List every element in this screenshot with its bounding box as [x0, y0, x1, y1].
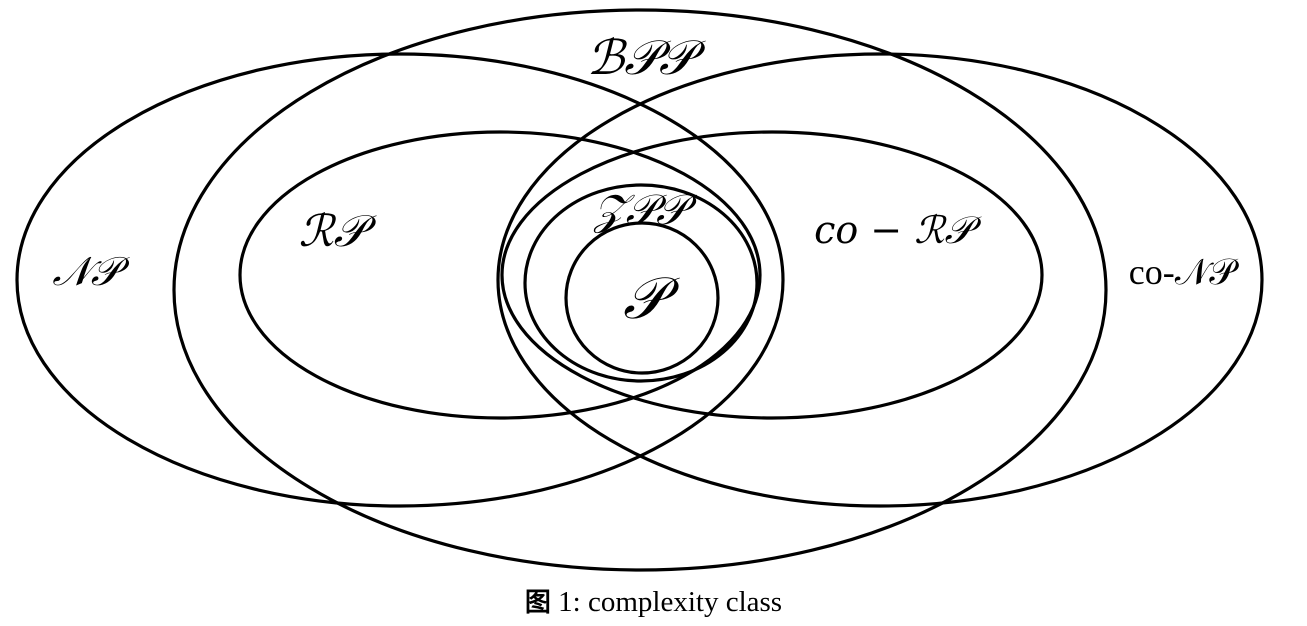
rp-ellipse — [238, 130, 762, 420]
rp-label: ℛ𝒫 — [298, 206, 366, 257]
bpp-label: ℬ𝒫𝒫 — [586, 30, 694, 86]
co-rp-label: co − ℛ𝒫 — [814, 208, 972, 252]
np-label: 𝒩𝒫 — [52, 249, 120, 295]
zpp-label: 𝒵𝒫𝒫 — [593, 185, 687, 234]
co-np-label: co-𝒩𝒫 — [1128, 252, 1236, 292]
p-label: 𝒫 — [623, 264, 665, 332]
co-np-ellipse — [496, 52, 1264, 508]
complexity-class-diagram — [15, 8, 1264, 572]
figure-prefix: 图 — [524, 588, 551, 618]
bpp-ellipse — [172, 8, 1108, 572]
np-ellipse — [15, 52, 785, 508]
figure-caption-text: 1: complexity class — [558, 586, 783, 618]
zpp-ellipse — [523, 183, 759, 383]
figure-caption: 图 1: complexity class — [0, 588, 1307, 617]
co-rp-ellipse — [500, 130, 1044, 420]
p-ellipse — [564, 221, 720, 375]
